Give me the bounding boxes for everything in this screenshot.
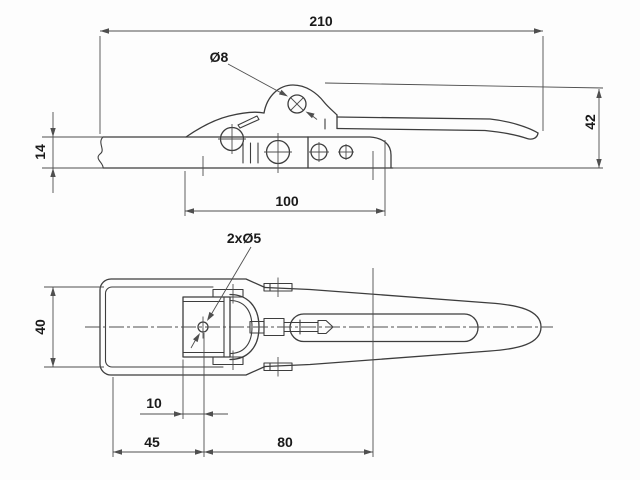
rod-tip — [317, 319, 334, 335]
dimension-45-80: 45 80 — [112, 268, 374, 457]
dim-210-label: 210 — [309, 13, 333, 29]
side-view: 210 14 100 42 — [32, 13, 604, 216]
leader-line — [208, 246, 252, 320]
dim-80-label: 80 — [277, 434, 293, 450]
arrowhead — [50, 128, 56, 137]
lever-handle-side — [324, 82, 604, 140]
pivot-tab — [212, 288, 244, 298]
cam-hump — [263, 84, 338, 116]
bracket-outline — [307, 136, 392, 169]
dim-2xd5-label: 2xØ5 — [227, 230, 261, 246]
dim-10-label: 10 — [146, 395, 162, 411]
arrowhead — [376, 208, 385, 214]
arrowhead — [278, 89, 288, 97]
arrowhead — [50, 287, 56, 296]
dim-40-label: 40 — [32, 319, 48, 335]
lever-lower-line — [336, 127, 539, 140]
arrowhead — [305, 111, 315, 119]
handle-slot — [289, 313, 479, 343]
leader-line — [227, 63, 287, 96]
mounting-bracket — [307, 136, 392, 169]
center-mark — [290, 97, 304, 111]
arrowhead — [204, 411, 213, 417]
arrowhead — [596, 89, 602, 98]
pivot-tab — [212, 356, 244, 366]
cam-outline — [263, 84, 338, 116]
dimension-10: 10 — [140, 333, 228, 457]
dim-100-label: 100 — [275, 193, 299, 209]
dimension-210: 210 — [99, 13, 544, 134]
dim-14-label: 14 — [32, 144, 48, 160]
dimension-100: 100 — [184, 140, 386, 216]
dimension-40: 40 — [32, 286, 104, 368]
dimension-14: 14 — [32, 112, 103, 193]
arrowhead — [204, 449, 213, 455]
dimension-42: 42 — [393, 89, 603, 169]
arrowhead — [534, 28, 543, 34]
break-line — [97, 136, 104, 169]
plan-view: 40 10 45 80 2xØ5 — [32, 230, 553, 457]
leader-2x-diameter-5: 2xØ5 — [190, 230, 261, 349]
arrowhead — [364, 449, 373, 455]
lever-top-edge-extension — [324, 82, 604, 89]
hook-detail — [237, 115, 260, 129]
leader-diameter-8: Ø8 — [210, 49, 318, 120]
arrowhead — [193, 333, 200, 343]
hook-outline — [185, 111, 265, 138]
dim-45-label: 45 — [144, 434, 160, 450]
arrowhead — [596, 159, 602, 168]
dim-42-label: 42 — [582, 114, 598, 130]
arrowhead — [207, 311, 215, 321]
leader-tail — [190, 339, 196, 349]
lever-upper-line — [336, 116, 539, 134]
arrowhead — [113, 449, 122, 455]
arrowhead — [50, 168, 56, 177]
arrowhead — [174, 411, 183, 417]
loop-end-inner — [229, 299, 253, 355]
pivot-hole-circle — [287, 94, 307, 114]
keeper-bar — [97, 133, 394, 180]
arrowhead — [100, 28, 109, 34]
arrowhead — [185, 208, 194, 214]
arrowhead — [195, 449, 204, 455]
arrowhead — [50, 358, 56, 367]
dim-d8-label: Ø8 — [210, 49, 229, 65]
hook-piece — [185, 111, 265, 154]
